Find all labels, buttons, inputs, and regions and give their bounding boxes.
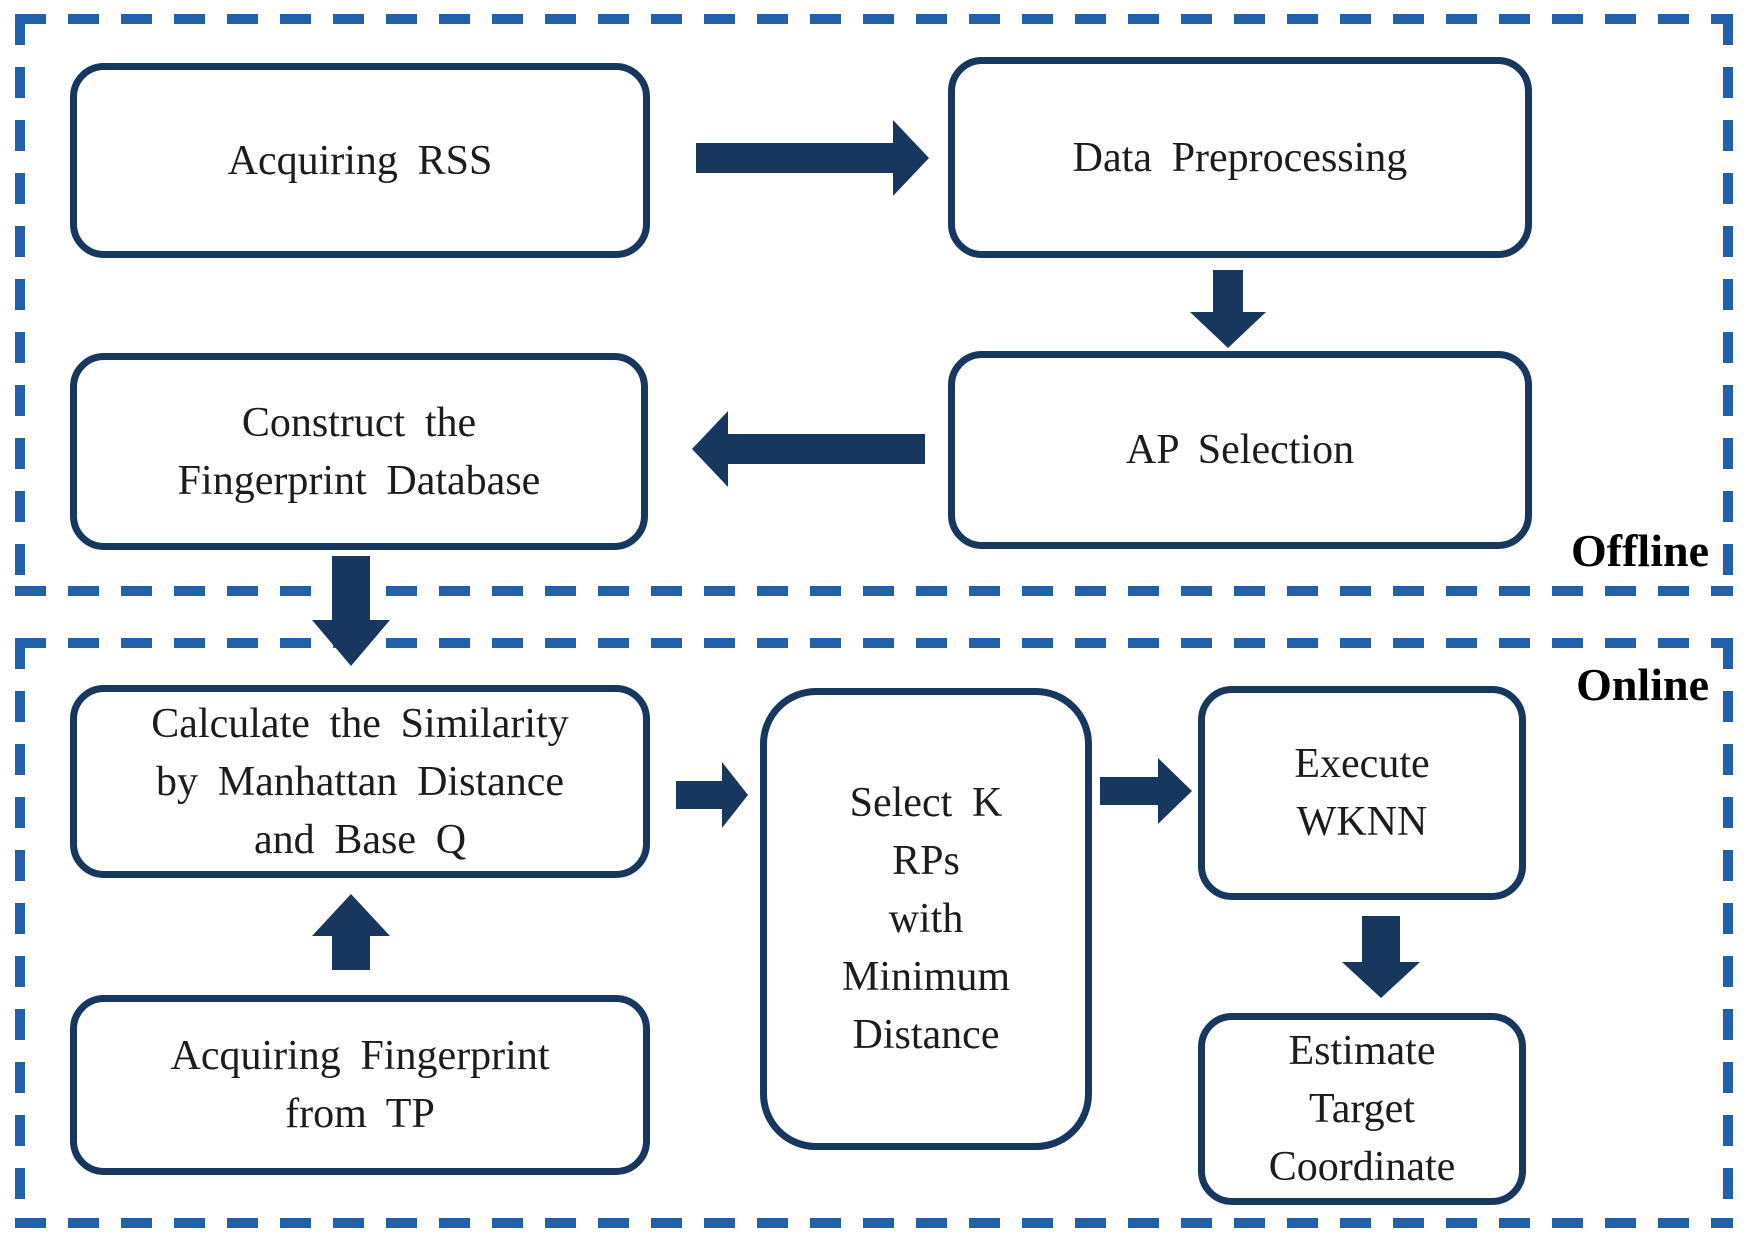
online-border-bottom: [15, 1218, 1733, 1228]
node-line: Calculate the Similarity: [151, 700, 569, 747]
node-line: WKNN: [1296, 799, 1428, 845]
arrow-preprocessing-to-apselection-icon: [1190, 270, 1266, 348]
online-border-left: [15, 638, 25, 1228]
node-line: Distance: [852, 1012, 1000, 1058]
node-ap-selection: AP Selection: [948, 351, 1532, 549]
node-line: Data Preprocessing: [1072, 134, 1408, 181]
arrow-calculate-to-selectk-icon: [676, 762, 748, 828]
node-line: and Base Q: [253, 816, 467, 863]
arrow-selectk-to-wknn-icon: [1100, 758, 1192, 824]
node-line: Estimate: [1288, 1028, 1436, 1074]
offline-border-right: [1723, 14, 1733, 596]
online-label: Online: [1576, 659, 1709, 710]
offline-border-top: [15, 14, 1733, 24]
node-select-k-rps: Select K RPs with Minimum Distance: [760, 688, 1092, 1150]
arrow-fingerprint-to-calculate-icon: [312, 894, 390, 970]
node-line: Acquiring Fingerprint: [170, 1033, 550, 1079]
online-section: [15, 638, 1733, 1228]
arrow-wknn-to-estimate-icon: [1342, 916, 1420, 998]
offline-border-bottom: [15, 586, 1733, 596]
node-estimate-target-coordinate: Estimate Target Coordinate: [1198, 1013, 1526, 1205]
node-data-preprocessing: Data Preprocessing: [948, 57, 1532, 258]
arrow-construct-to-calculate-icon: [312, 556, 390, 666]
online-border-right: [1723, 638, 1733, 1228]
node-line: from TP: [285, 1091, 435, 1137]
node-line: by Manhattan Distance: [155, 758, 565, 805]
node-line: Construct the: [241, 399, 477, 446]
node-acquiring-fingerprint-tp: Acquiring Fingerprint from TP: [70, 995, 650, 1175]
node-construct-fingerprint-database: Construct the Fingerprint Database: [70, 353, 648, 550]
offline-label: Offline: [1571, 525, 1709, 576]
node-execute-wknn: Execute WKNN: [1198, 686, 1526, 900]
node-line: Select K: [849, 780, 1003, 826]
node-line: Execute: [1294, 741, 1430, 787]
node-line: RPs: [892, 838, 960, 884]
online-border-top: [15, 638, 1733, 648]
node-line: AP Selection: [1125, 427, 1355, 473]
node-line: Coordinate: [1268, 1144, 1456, 1190]
node-line: with: [888, 896, 964, 942]
node-line: Acquiring RSS: [227, 137, 493, 184]
node-line: Target: [1309, 1086, 1415, 1132]
node-line: Minimum: [841, 954, 1011, 1000]
node-calculate-similarity: Calculate the Similarity by Manhattan Di…: [70, 685, 650, 878]
node-acquiring-rss: Acquiring RSS: [70, 63, 650, 258]
arrow-apselection-to-construct-icon: [692, 411, 925, 487]
arrow-rss-to-preprocessing-icon: [696, 120, 929, 196]
node-line: Fingerprint Database: [177, 457, 541, 504]
offline-section: [15, 14, 1733, 596]
offline-border-left: [15, 14, 25, 596]
